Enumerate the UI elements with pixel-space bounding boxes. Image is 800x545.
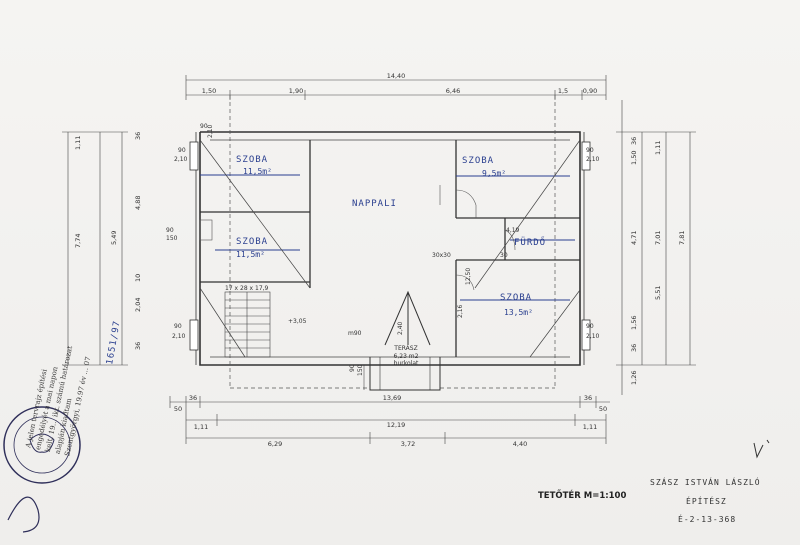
roof-outline	[229, 95, 556, 389]
dim-top-b: 1,90	[289, 87, 303, 95]
dim-bottom-a: 50	[174, 405, 182, 413]
dim-bottom-total: 13,69	[383, 394, 402, 402]
left-dimensions	[62, 131, 128, 366]
dim-bottom3-c: 4,40	[513, 440, 527, 448]
dim-right-a: 1,50	[630, 151, 638, 165]
dim-419: 4,19	[506, 227, 520, 234]
dim-right-i: 36	[630, 137, 638, 145]
dim-top-e: 0,90	[583, 87, 597, 95]
dim-150: 150	[357, 364, 364, 376]
approval-text: A jelen tervrajz építési engedélyét a ma…	[24, 345, 92, 457]
dim-right-g: 1,56	[630, 316, 638, 330]
dim-right-b: 4,71	[630, 231, 638, 245]
dim-bottom2-a: 1,11	[194, 423, 208, 431]
dim-bottom-d: 50	[599, 405, 607, 413]
dim-left-a: 1,11	[74, 136, 82, 150]
dim-top-c: 6,46	[446, 87, 460, 95]
dim-right-e: 1,11	[654, 141, 662, 155]
dim-left-e: 10	[134, 274, 142, 282]
room-szoba-br: SZOBA	[500, 293, 532, 303]
dim-right-j: 36	[630, 344, 638, 352]
left-windows	[189, 141, 591, 351]
dim-top-d: 1,5	[558, 87, 568, 95]
wall-90a: 90	[178, 147, 186, 154]
dim-bottom2-total: 12,19	[387, 421, 406, 429]
marker-lines	[200, 174, 575, 301]
wall-90b: 90	[166, 227, 174, 234]
partitions	[200, 140, 580, 357]
dim-bottom2-b: 1,11	[583, 423, 597, 431]
drawing-title: TETŐTÉR M=1:100	[538, 489, 626, 501]
dim-right-f: 5,51	[654, 286, 662, 300]
wall-r-210a: 2,10	[586, 156, 600, 163]
room-szoba-tl-area: 11,5m²	[243, 167, 272, 176]
dim-bottom3-b: 3,72	[401, 440, 415, 448]
bottom-dimensions	[169, 396, 610, 444]
wall-210c: 2,10	[172, 333, 186, 340]
dim-bottom-c: 36	[584, 394, 592, 402]
room-furdo: FÜRDŐ	[514, 237, 546, 248]
architect-signature-icon	[753, 439, 770, 459]
architect-name: SZÁSZ ISTVÁN LÁSZLÓ	[650, 476, 761, 487]
terrace-sub: burkolat	[394, 360, 419, 367]
wall-150: 150	[166, 235, 178, 242]
dim-left-h: 36	[134, 342, 142, 350]
dim-3030: 30x30	[432, 252, 451, 259]
architect-id: É-2-13-368	[678, 513, 736, 524]
wall-r-90a: 90	[586, 147, 594, 154]
terrace-dormer	[363, 290, 441, 391]
approval-handwritten-number: 1651/97	[105, 320, 123, 366]
dim-right-h: 1,26	[630, 371, 638, 385]
dim-left-c: 7,74	[74, 234, 82, 248]
right-dimensions	[616, 100, 696, 395]
dim-1250: 12,50	[465, 268, 472, 285]
approval-stamp	[3, 406, 81, 533]
room-szoba-br-area: 13,5m²	[504, 308, 533, 317]
stair	[224, 291, 271, 358]
dim-left-f: 2,04	[134, 298, 142, 312]
dim-left-g: 36	[134, 132, 142, 140]
room-szoba-ml: SZOBA	[236, 237, 268, 247]
wall-210d: 2,10	[207, 124, 214, 138]
room-szoba-tl: SZOBA	[236, 155, 268, 165]
dim-top-a: 1,50	[202, 87, 216, 95]
room-szoba-tr: SZOBA	[462, 156, 494, 166]
dim-top-total: 14,40	[387, 72, 406, 80]
dim-216: 2,16	[457, 304, 464, 318]
door-swings	[199, 185, 516, 291]
stair-dim: 17 x 28 x 17,9	[225, 285, 269, 292]
terrace-area: 6,23 m2	[394, 353, 419, 360]
top-dimensions	[185, 75, 607, 100]
architect-role: ÉPÍTÉSZ	[686, 495, 727, 506]
dim-240: 2,40	[397, 321, 404, 335]
wall-90c: 90	[174, 323, 182, 330]
dim-30: 30	[500, 252, 508, 259]
wall-210a: 2,10	[174, 156, 188, 163]
wall-r-90b: 90	[586, 323, 594, 330]
wall-r-210b: 2,10	[586, 333, 600, 340]
dim-right-d: 7,81	[678, 231, 686, 245]
roof-ridges	[199, 139, 581, 358]
dim-right-c: 7,01	[654, 231, 662, 245]
m90-label: m90	[348, 330, 362, 337]
dim-bottom3-a: 6,29	[268, 440, 282, 448]
level-label: +3,05	[288, 318, 307, 325]
room-szoba-ml-area: 11,5m²	[236, 250, 265, 259]
dim-left-b: 4,88	[134, 196, 142, 210]
wall-90d: 90	[200, 123, 208, 130]
terrace-label: TERASZ	[393, 345, 417, 352]
dim-90: 90	[349, 364, 356, 372]
room-nappali: NAPPALI	[352, 199, 397, 209]
dim-left-d: 5,49	[110, 231, 118, 245]
dim-bottom-b: 36	[189, 394, 197, 402]
room-szoba-tr-area: 9,5m²	[482, 169, 506, 178]
